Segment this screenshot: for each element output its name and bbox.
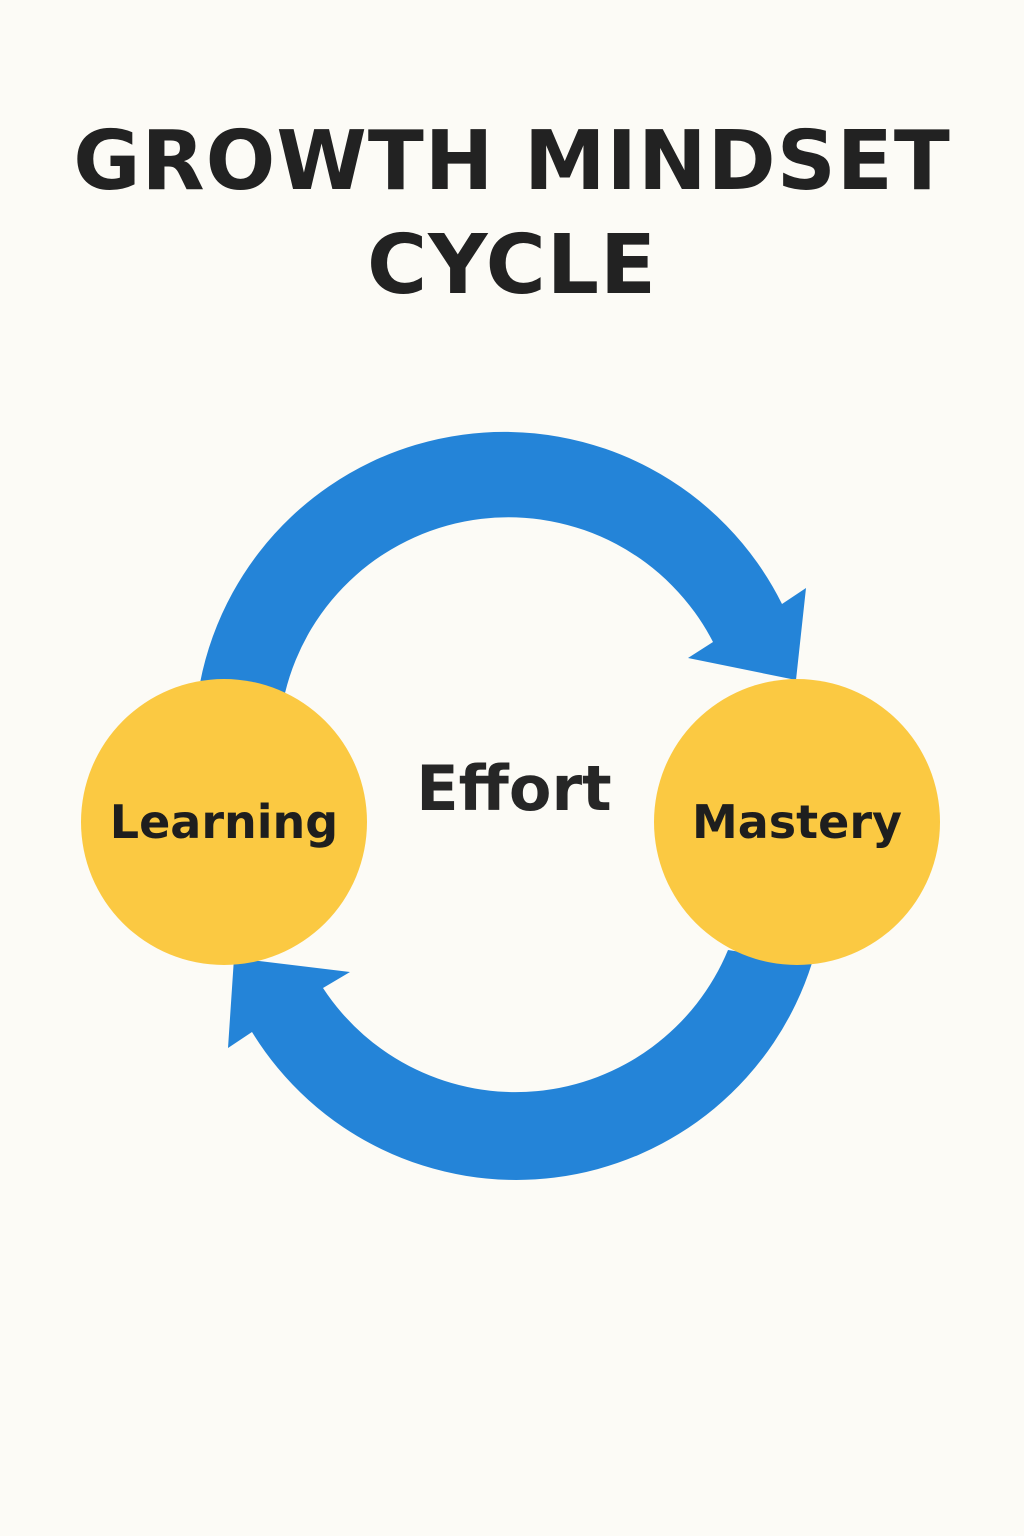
node-mastery: Mastery <box>654 679 940 965</box>
node-learning-circle <box>81 679 367 965</box>
title-line-1: GROWTH MINDSET <box>73 114 951 209</box>
center-label-effort: Effort <box>416 752 611 825</box>
title-line-2: CYCLE <box>366 218 658 313</box>
page-title: GROWTH MINDSET CYCLE <box>0 110 1024 318</box>
arrow-learning-to-mastery <box>200 431 806 693</box>
node-mastery-label: Mastery <box>692 795 902 849</box>
node-learning: Learning <box>81 679 367 965</box>
node-mastery-circle <box>654 679 940 965</box>
node-learning-label: Learning <box>110 795 338 849</box>
arrow-mastery-to-learning <box>228 950 812 1180</box>
